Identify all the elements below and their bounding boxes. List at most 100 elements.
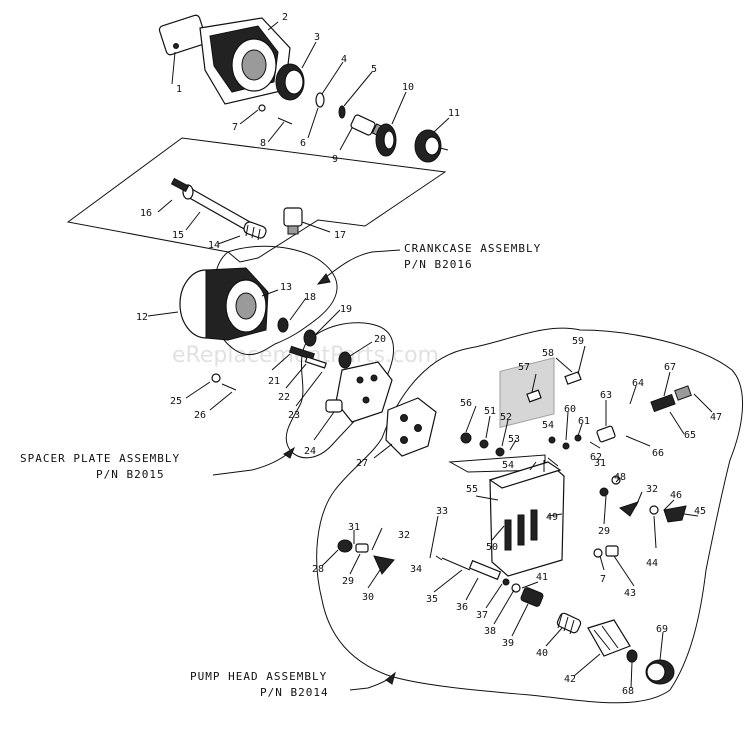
part-label: 17	[334, 230, 346, 241]
part-label: 57	[518, 362, 530, 373]
part-label: 13	[280, 282, 292, 293]
pin-21-part	[289, 345, 315, 361]
part-label: 35	[426, 594, 438, 605]
part-label: 22	[278, 392, 290, 403]
part-label: 56	[460, 398, 472, 409]
part-label: 9	[332, 154, 338, 165]
part-label: 27	[356, 458, 368, 469]
part-label: 20	[374, 334, 386, 345]
bearing-part	[275, 63, 305, 101]
part-label: 37	[476, 610, 488, 621]
part-label: 54	[502, 460, 514, 471]
part-label: 11	[448, 108, 460, 119]
part-label: 12	[136, 312, 148, 323]
plug-part	[258, 104, 266, 112]
ring-18-part	[277, 317, 289, 333]
part-label: 16	[140, 208, 152, 219]
part-number-labels: 1 2 3 4 5 6 7 8 9 10 11 12 13 14 15 16 1…	[136, 12, 722, 697]
part-label: 32	[398, 530, 410, 541]
part-label: 41	[536, 572, 548, 583]
part-label: 64	[632, 378, 644, 389]
part-label: 21	[268, 376, 280, 387]
part-label: 59	[572, 336, 584, 347]
spring-14-part	[243, 221, 267, 241]
part-label: 62	[590, 452, 602, 463]
part-label: 46	[670, 490, 682, 501]
part-label: 53	[508, 434, 520, 445]
pin-22-part	[304, 356, 327, 369]
part-label: 50	[486, 542, 498, 553]
part-label: 31	[348, 522, 360, 533]
spacer-plate-part	[325, 361, 393, 423]
part-label: 55	[466, 484, 478, 495]
pumphead-assembly-title: PUMP HEAD ASSEMBLY	[190, 670, 327, 683]
part-label: 14	[208, 240, 220, 251]
crankcase-assembly-pn: P/N B2016	[404, 258, 473, 271]
pumphead-assembly-pn: P/N B2014	[260, 686, 329, 699]
part-label: 10	[402, 82, 414, 93]
part-label: 7	[600, 574, 606, 585]
part-label: 42	[564, 674, 576, 685]
part-label: 31	[594, 458, 606, 469]
ring-19-part	[303, 329, 317, 347]
part-label: 36	[456, 602, 468, 613]
spacer-assembly-pn: P/N B2015	[96, 468, 165, 481]
part-label: 39	[502, 638, 514, 649]
assembly-callouts	[212, 249, 401, 691]
part-label: 40	[536, 648, 548, 659]
spacer-assembly-title: SPACER PLATE ASSEMBLY	[20, 452, 180, 465]
crankcase-boundary	[66, 137, 447, 263]
crankcase-cover-part	[199, 17, 291, 105]
crankcase-assembly-title: CRANKCASE ASSEMBLY	[404, 242, 541, 255]
part-label: 18	[304, 292, 316, 303]
part-label: 43	[624, 588, 636, 599]
part-label: 24	[304, 446, 316, 457]
part-label: 68	[622, 686, 634, 697]
part-label: 3	[314, 32, 320, 43]
part-label: 34	[410, 564, 422, 575]
part-label: 49	[546, 512, 558, 523]
oil-cap-part	[283, 207, 303, 235]
part-label: 2	[282, 12, 288, 23]
part-label: 48	[614, 472, 626, 483]
crank-pin-part	[170, 177, 251, 231]
part-label: 51	[484, 406, 496, 417]
part-label: 32	[646, 484, 658, 495]
plunger-parts	[441, 557, 544, 607]
pumphead-boundary	[316, 327, 743, 704]
part-label: 29	[342, 576, 354, 587]
part-label: 69	[656, 624, 668, 635]
screw-26-part	[221, 383, 237, 391]
part-label: 67	[664, 362, 676, 373]
valve-stack-parts	[460, 371, 692, 558]
part-label: 63	[600, 390, 612, 401]
part-label: 29	[598, 526, 610, 537]
part-label: 23	[288, 410, 300, 421]
manifold-part	[488, 357, 565, 577]
gasket-part	[158, 14, 208, 85]
spacer-boundary	[285, 322, 394, 459]
part-label: 47	[710, 412, 722, 423]
leader-lines	[147, 21, 713, 689]
part-label: 4	[341, 54, 347, 65]
part-label: 33	[436, 506, 448, 517]
part-label: 5	[371, 64, 377, 75]
part-label: 44	[646, 558, 658, 569]
o-ring-part	[315, 92, 325, 108]
part-label: 28	[312, 564, 324, 575]
part-label: 7	[232, 122, 238, 133]
part-label: 52	[500, 412, 512, 423]
part-label: 30	[362, 592, 374, 603]
part-label: 61	[578, 416, 590, 427]
part-label: 58	[542, 348, 554, 359]
lower-valve-parts	[337, 539, 395, 575]
ring-20-part	[338, 351, 352, 369]
bearing-10-part	[375, 123, 397, 157]
part-label: 26	[194, 410, 206, 421]
crankcase-body-part	[179, 267, 269, 341]
unloader-parts	[556, 612, 675, 685]
part-label: 65	[684, 430, 696, 441]
part-label: 54	[542, 420, 554, 431]
